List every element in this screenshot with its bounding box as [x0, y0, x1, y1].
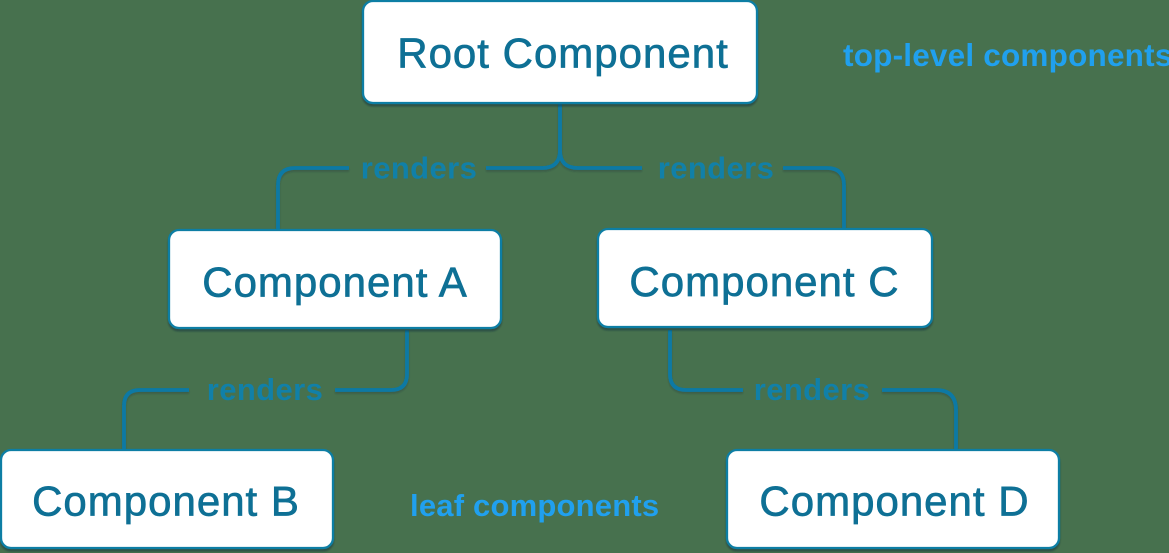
svg-text:renders: renders	[658, 151, 775, 186]
svg-text:renders: renders	[207, 372, 324, 407]
svg-text:Root Component: Root Component	[397, 30, 729, 77]
svg-text:renders: renders	[361, 151, 478, 186]
svg-text:Component C: Component C	[629, 258, 899, 305]
svg-text:top-level components: top-level components	[843, 37, 1169, 73]
svg-text:renders: renders	[754, 372, 871, 407]
svg-text:leaf components: leaf components	[410, 488, 659, 523]
svg-text:Component A: Component A	[202, 259, 468, 306]
svg-text:Component D: Component D	[759, 478, 1029, 525]
svg-text:Component B: Component B	[32, 478, 300, 525]
